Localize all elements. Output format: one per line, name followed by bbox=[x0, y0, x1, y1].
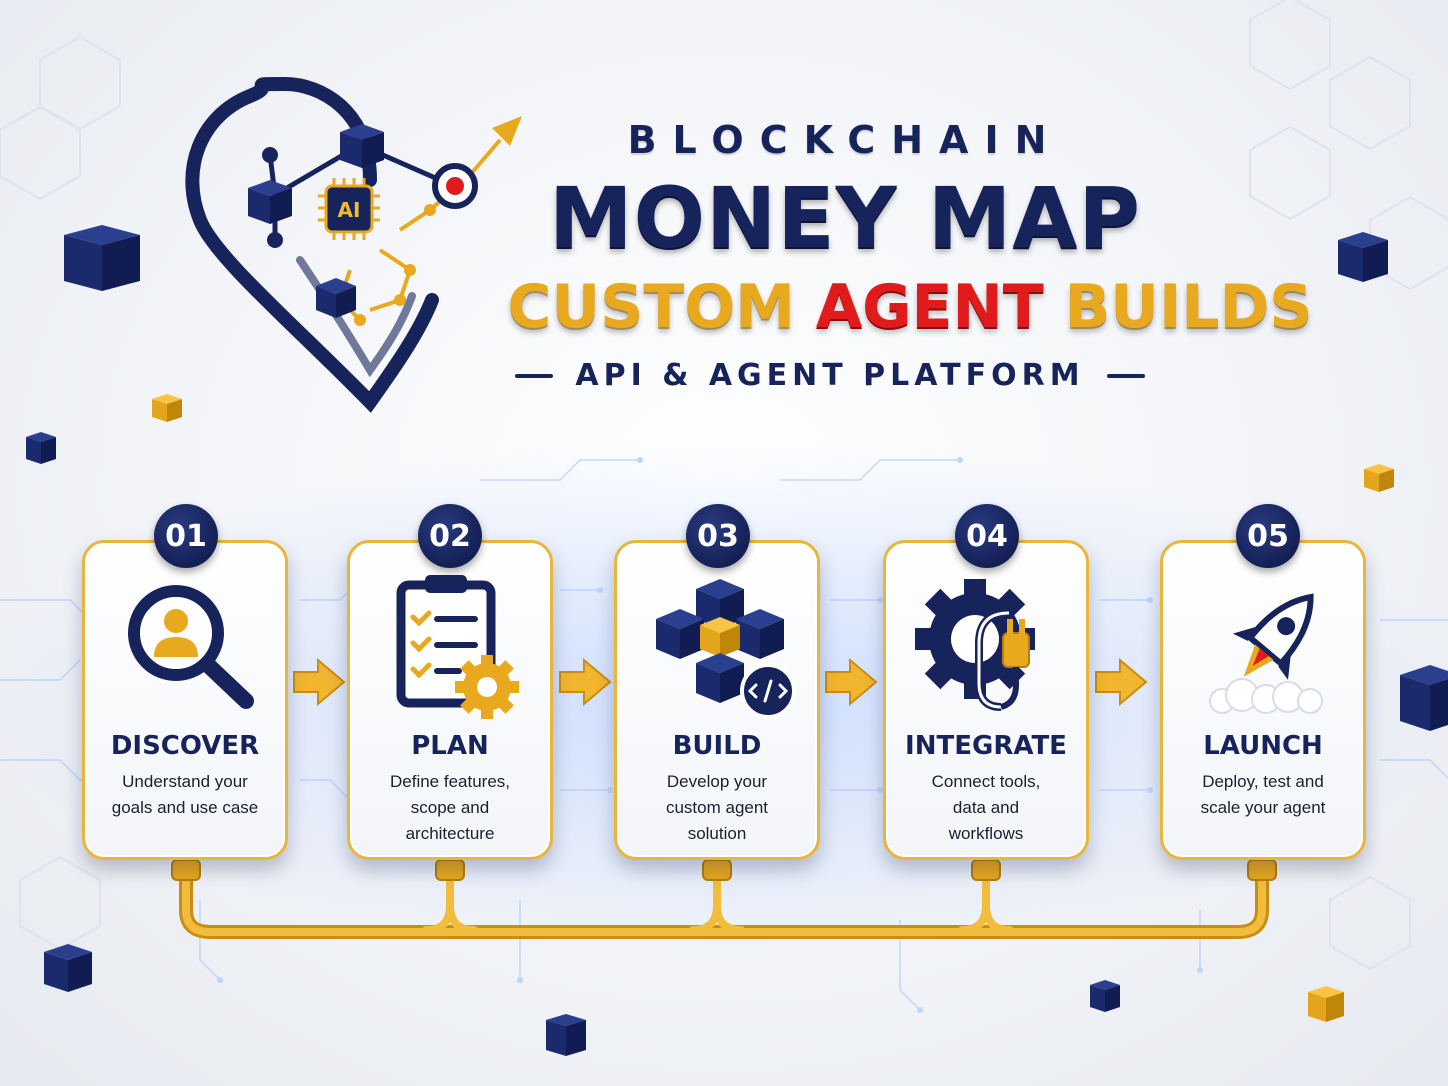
gear-plug-icon bbox=[915, 579, 1035, 711]
subtitle-text: API & AGENT PLATFORM bbox=[575, 358, 1085, 393]
step-number-badge: 04 bbox=[955, 504, 1019, 568]
step-card-build: BUILD Develop your custom agent solution bbox=[614, 540, 820, 860]
title-line-custom-agent-builds: CUSTOM AGENT BUILDS bbox=[440, 272, 1380, 342]
subtitle-row: API & AGENT PLATFORM bbox=[280, 358, 1380, 393]
step-title: PLAN bbox=[411, 731, 489, 761]
step-number-badge: 02 bbox=[418, 504, 482, 568]
subtitle-dash-right bbox=[1106, 373, 1145, 378]
step-description: Understand your goals and use case bbox=[111, 772, 259, 817]
clipboard-gear-icon bbox=[396, 575, 519, 719]
title-line-money-map: MONEY MAP bbox=[549, 169, 1141, 267]
title-custom: CUSTOM bbox=[507, 272, 816, 342]
step-card-plan: PLAN Define features, scope and architec… bbox=[347, 540, 553, 860]
title-line-blockchain: BLOCKCHAIN bbox=[627, 118, 1063, 162]
rocket-icon bbox=[1209, 593, 1323, 714]
map-pin-logo-icon bbox=[185, 76, 522, 413]
step-description: Deploy, test and scale your agent bbox=[1200, 772, 1326, 817]
step-number-badge: 01 bbox=[154, 504, 218, 568]
step-number-badge: 05 bbox=[1236, 504, 1300, 568]
step-card-integrate: INTEGRATE Connect tools, data and workfl… bbox=[883, 540, 1089, 860]
step-description: Connect tools, data and workflows bbox=[931, 772, 1041, 843]
step-title: DISCOVER bbox=[110, 731, 260, 761]
step-description: Define features, scope and architecture bbox=[389, 772, 510, 843]
cubes-code-icon bbox=[656, 579, 796, 719]
step-card-discover: DISCOVER Understand your goals and use c… bbox=[82, 540, 288, 860]
arrow-3-4 bbox=[825, 657, 878, 707]
subtitle-dash-left bbox=[515, 373, 554, 378]
arrow-1-2 bbox=[293, 657, 346, 707]
logo-chip-label: AI bbox=[337, 198, 361, 222]
step-card-launch: LAUNCH Deploy, test and scale your agent bbox=[1160, 540, 1366, 860]
title-agent: AGENT bbox=[815, 272, 1044, 342]
arrow-4-5 bbox=[1095, 657, 1148, 707]
arrow-2-3 bbox=[559, 657, 612, 707]
step-title: LAUNCH bbox=[1203, 731, 1323, 761]
title-builds: BUILDS bbox=[1043, 272, 1313, 342]
step-description: Develop your custom agent solution bbox=[665, 772, 769, 843]
floating-cube-icon bbox=[26, 225, 1448, 1056]
step-number-badge: 03 bbox=[686, 504, 750, 568]
title-block: BLOCKCHAIN MONEY MAP CUSTOM AGENT BUILDS… bbox=[440, 118, 1380, 393]
step-title: INTEGRATE bbox=[905, 731, 1067, 761]
magnifier-user-icon bbox=[128, 585, 254, 709]
step-title: BUILD bbox=[672, 731, 762, 761]
